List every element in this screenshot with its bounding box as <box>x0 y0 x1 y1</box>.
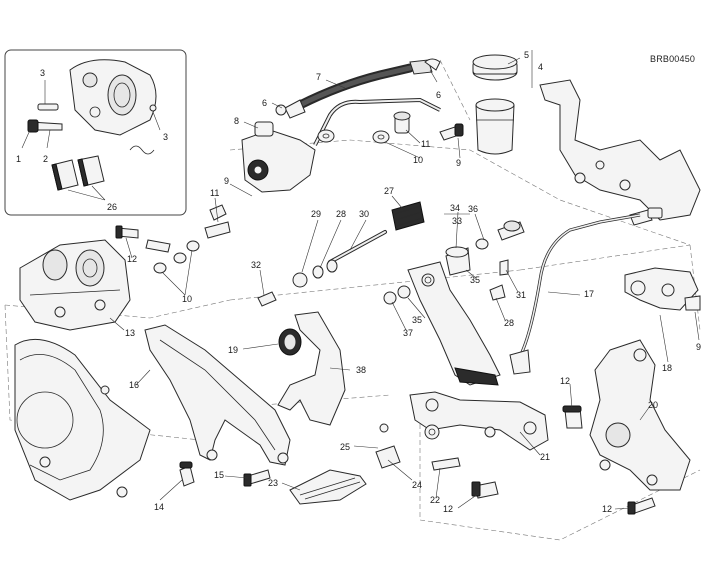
callout-22: 22 <box>430 495 440 505</box>
callout-31: 31 <box>516 290 526 300</box>
callout-12-caliper: 12 <box>127 254 137 264</box>
left-heel-guard <box>144 324 291 487</box>
callout-26: 26 <box>107 202 117 212</box>
master-cylinder-group <box>241 54 701 226</box>
callout-21: 21 <box>540 452 550 462</box>
brake-pedal <box>407 261 501 386</box>
callout-34: 34 <box>450 203 460 213</box>
right-footrest-group <box>289 267 701 515</box>
callout-12-bottom-right: 12 <box>602 504 612 514</box>
callout-12-right: 12 <box>560 376 570 386</box>
callout-15: 15 <box>214 470 224 480</box>
callout-23: 23 <box>268 478 278 488</box>
right-mount-bracket <box>624 267 699 311</box>
rear-brake-caliper <box>19 239 131 331</box>
rear-caliper-group <box>14 204 231 501</box>
callout-1: 1 <box>16 154 21 164</box>
callout-24: 24 <box>412 480 422 490</box>
callout-11-left: 11 <box>210 188 219 198</box>
brake-disc-carrier <box>14 338 151 501</box>
callout-18: 18 <box>662 363 672 373</box>
callout-6-left: 6 <box>262 98 267 108</box>
inset-detail-box <box>4 49 187 216</box>
callout-17: 17 <box>584 289 594 299</box>
callout-37: 37 <box>403 328 413 338</box>
callout-10-top: 10 <box>413 155 423 165</box>
callout-2: 2 <box>43 154 48 164</box>
callout-12-bottom: 12 <box>443 504 453 514</box>
right-heel-guard <box>589 339 691 491</box>
callout-28-right: 28 <box>504 318 514 328</box>
callout-8: 8 <box>234 116 239 126</box>
callout-labels: 3 1 2 3 26 5 4 6 6 7 8 9 9 9 10 10 11 11… <box>16 50 701 514</box>
callout-29: 29 <box>311 209 321 219</box>
callout-36: 36 <box>468 204 478 214</box>
callout-7: 7 <box>316 72 321 82</box>
heel-guard-plate <box>144 324 291 466</box>
callout-9-top: 9 <box>224 176 229 186</box>
gear-lever <box>277 311 346 426</box>
callout-35-right: 35 <box>470 275 480 285</box>
brake-light-switch <box>509 349 531 375</box>
callout-19: 19 <box>228 345 238 355</box>
callout-27: 27 <box>384 186 394 196</box>
fluid-reservoir <box>475 104 515 155</box>
callout-30: 30 <box>359 209 369 219</box>
brake-pedal-group <box>257 201 525 426</box>
callout-5: 5 <box>524 50 529 60</box>
diagram-code: BRB00450 <box>650 54 695 64</box>
inset-bleed-cap <box>37 103 59 111</box>
callout-9-right: 9 <box>696 342 701 352</box>
brake-light-switch-group <box>509 213 641 375</box>
callout-14: 14 <box>154 502 164 512</box>
callout-4: 4 <box>538 62 543 72</box>
callout-6-right: 6 <box>436 90 441 100</box>
inset-spring-clip <box>129 145 155 155</box>
callout-38: 38 <box>356 365 366 375</box>
callout-32: 32 <box>251 260 261 270</box>
callout-10-left: 10 <box>182 294 192 304</box>
callout-35-left: 35 <box>412 315 422 325</box>
callout-28-top: 28 <box>336 209 346 219</box>
reservoir-bracket <box>539 79 701 221</box>
callout-13: 13 <box>125 328 135 338</box>
callout-3: 3 <box>163 132 168 142</box>
callout-3-inset: 3 <box>40 68 45 78</box>
callout-20: 20 <box>648 400 658 410</box>
callout-25: 25 <box>340 442 350 452</box>
washer <box>317 129 335 143</box>
footpeg <box>289 469 367 505</box>
callout-9-res: 9 <box>456 158 461 168</box>
callout-33: 33 <box>452 216 462 226</box>
callout-16: 16 <box>129 380 139 390</box>
callout-11-top: 11 <box>421 139 430 149</box>
callout-leaders <box>109 50 700 510</box>
